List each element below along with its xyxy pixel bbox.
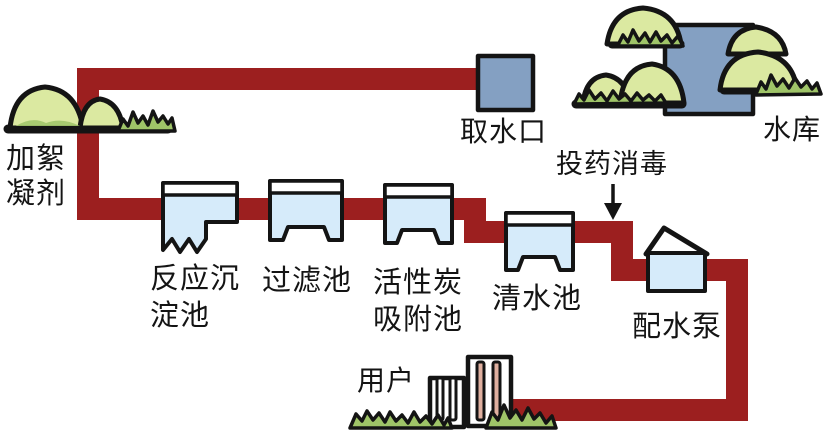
carbon-label-line2: 吸附池 bbox=[373, 302, 464, 336]
sedimentation-tank-icon bbox=[161, 181, 239, 254]
reservoir-label: 水库 bbox=[763, 113, 822, 146]
carbon-tank-icon bbox=[383, 183, 454, 245]
sedimentation-label: 反应沉 淀池 bbox=[150, 260, 240, 334]
flocculant-hill-icon bbox=[3, 84, 177, 134]
carbon-label-line1: 活性炭 bbox=[373, 265, 464, 299]
sedimentation-label-line2: 淀池 bbox=[150, 298, 211, 332]
intake-label: 取水口 bbox=[460, 115, 548, 148]
clearwater-label: 清水池 bbox=[492, 281, 583, 315]
flocculant-label-line1: 加絮 bbox=[6, 141, 67, 175]
users-grass-icon bbox=[348, 403, 558, 430]
clearwater-tank-icon bbox=[504, 211, 575, 272]
filter-label: 过滤池 bbox=[262, 263, 353, 297]
pump-house-icon bbox=[643, 225, 710, 293]
reservoir-icon bbox=[571, 5, 823, 117]
carbon-label: 活性炭 吸附池 bbox=[373, 264, 463, 338]
intake-box-icon bbox=[475, 53, 536, 113]
disinfection-label: 投药消毒 bbox=[556, 149, 668, 180]
users-label: 用户 bbox=[357, 364, 416, 397]
pump-label: 配水泵 bbox=[632, 309, 723, 343]
filter-tank-icon bbox=[268, 179, 344, 242]
disinfection-arrow-icon bbox=[604, 184, 622, 220]
flocculant-label: 加絮 凝剂 bbox=[6, 141, 66, 211]
sedimentation-label-line1: 反应沉 bbox=[150, 261, 241, 295]
flocculant-label-line2: 凝剂 bbox=[6, 176, 67, 210]
